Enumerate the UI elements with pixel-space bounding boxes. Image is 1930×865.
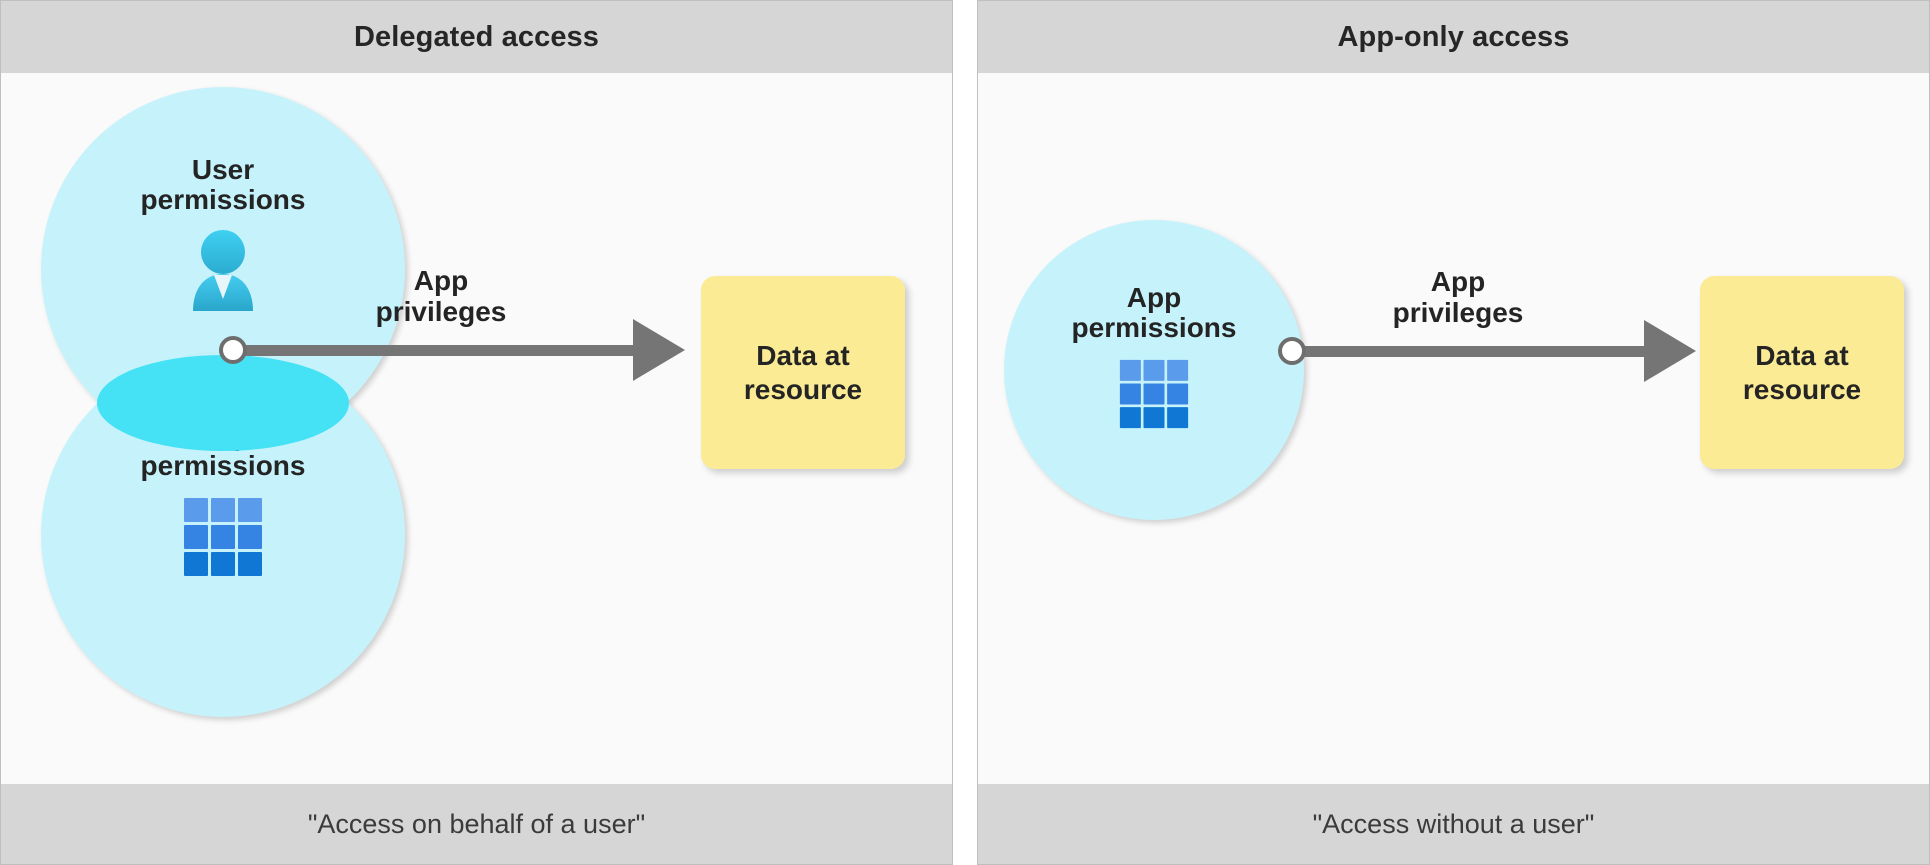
resource-box-delegated: Data at resource [701, 276, 905, 469]
panel-body-delegated: User permissions [1, 73, 952, 784]
circle-user-permissions-content: User permissions [41, 154, 405, 312]
resource-box-label-right: Data at resource [1742, 340, 1862, 405]
circles-overlap-lens [97, 355, 349, 451]
panel-footer-delegated: "Access on behalf of a user" [1, 784, 952, 864]
resource-box-label: Data at resource [743, 340, 863, 405]
app-privileges-arrow-line-right [1296, 346, 1648, 357]
app-privileges-label: App privileges [375, 265, 507, 327]
circle-app-permissions-right-content: App permissions [1004, 282, 1304, 429]
panel-body-app-only: App permissions App privileges [978, 73, 1929, 784]
permission-intersection-node[interactable] [219, 336, 247, 364]
panel-header-delegated: Delegated access [1, 1, 952, 73]
panel-footer-app-only: "Access without a user" [978, 784, 1929, 864]
person-icon [193, 230, 253, 312]
app-privileges-arrow-head [633, 319, 685, 381]
app-privileges-arrow-line [237, 345, 637, 356]
panel-delegated-access: Delegated access User permissions [0, 0, 953, 865]
circle-app-permissions-right-label: App permissions [1071, 282, 1237, 344]
circle-user-permissions-label: User permissions [140, 154, 306, 216]
panel-header-app-only: App-only access [978, 1, 1929, 73]
app-privileges-label-right: App privileges [1392, 266, 1524, 328]
panel-app-only-access: App-only access App permissions [977, 0, 1930, 865]
resource-box-app-only: Data at resource [1700, 276, 1904, 469]
app-privileges-arrow-head-right [1644, 320, 1696, 382]
grid-icon [184, 498, 262, 577]
grid-icon [1119, 360, 1189, 429]
app-permission-node[interactable] [1278, 337, 1306, 365]
